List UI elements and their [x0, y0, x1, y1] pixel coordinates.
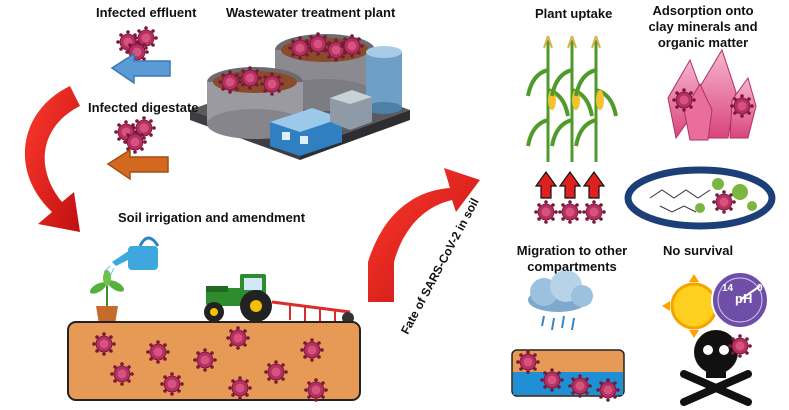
- label-infected-effluent: Infected effluent: [96, 5, 197, 20]
- virus-icon: [237, 65, 263, 91]
- curved-red-arrow-icon: [24, 86, 80, 232]
- label-no-survival: No survival: [663, 243, 734, 258]
- virus-icon: [323, 37, 349, 63]
- label-migration-line-2: compartments: [527, 259, 617, 274]
- virus-icon: [287, 35, 313, 61]
- label-soil-irrigation: Soil irrigation and amendment: [118, 210, 306, 225]
- virus-icon: [91, 331, 117, 357]
- virus-icon: [145, 339, 171, 365]
- up-arrow-icon: [558, 170, 582, 199]
- virus-icon: [557, 199, 583, 225]
- curved-red-arrow-icon: [368, 168, 480, 302]
- label-plant-uptake: Plant uptake: [535, 6, 613, 21]
- label-adsorption-line-1: Adsorption onto: [652, 3, 754, 18]
- soil-block: [67, 321, 361, 403]
- virus-icon: [305, 31, 331, 57]
- virus-icon: [122, 129, 148, 155]
- soil-water-block: [511, 349, 625, 403]
- infected-effluent-group: [110, 25, 171, 85]
- virus-icon: [671, 87, 697, 113]
- rain-cloud-icon: [528, 270, 593, 331]
- clay-crystal-icon: [667, 48, 757, 141]
- virus-icon: [299, 337, 325, 363]
- virus-icon: [263, 359, 289, 385]
- corn-plants-icon: [526, 35, 618, 162]
- ph-label: pH: [735, 291, 753, 306]
- virus-icon: [539, 367, 565, 393]
- virus-icon: [303, 377, 329, 403]
- virus-icon: [581, 199, 607, 225]
- uptake-arrows: [533, 170, 607, 225]
- label-adsorption-line-2: clay minerals and: [648, 19, 758, 34]
- virus-icon: [567, 373, 593, 399]
- wastewater-plant-illustration: [190, 31, 410, 160]
- label-adsorption-line-3: organic matter: [657, 35, 749, 50]
- virus-icon: [225, 325, 251, 351]
- virus-icon: [727, 333, 753, 359]
- potted-plant-icon: [89, 270, 125, 324]
- tractor-icon: [204, 274, 272, 322]
- virus-icon: [595, 377, 621, 403]
- virus-icon: [729, 93, 755, 119]
- label-infected-digestate: Infected digestate: [88, 100, 199, 115]
- virus-icon: [515, 349, 541, 375]
- ph-dial-icon: [711, 271, 769, 329]
- infected-digestate-group: [106, 115, 169, 181]
- label-wastewater-plant: Wastewater treatment plant: [226, 5, 396, 20]
- blue-arrow-icon: [110, 52, 171, 85]
- virus-icon: [192, 347, 218, 373]
- virus-icon: [259, 71, 285, 97]
- ph-min-label: 0: [757, 283, 763, 294]
- virus-icon: [711, 189, 737, 215]
- virus-icon: [227, 375, 253, 401]
- virus-icon: [339, 33, 365, 59]
- skull-crossbones-icon: [680, 330, 753, 406]
- up-arrow-icon: [534, 170, 558, 199]
- virus-icon: [533, 199, 559, 225]
- watering-can-icon: [103, 236, 160, 277]
- ph-max-label: 14: [722, 283, 734, 294]
- virus-icon: [217, 69, 243, 95]
- organic-matter-ring: [624, 166, 776, 230]
- virus-icon: [159, 371, 185, 397]
- label-migration-line-1: Migration to other: [516, 243, 628, 258]
- orange-arrow-icon: [106, 148, 169, 181]
- up-arrow-icon: [582, 170, 606, 199]
- virus-icon: [109, 361, 135, 387]
